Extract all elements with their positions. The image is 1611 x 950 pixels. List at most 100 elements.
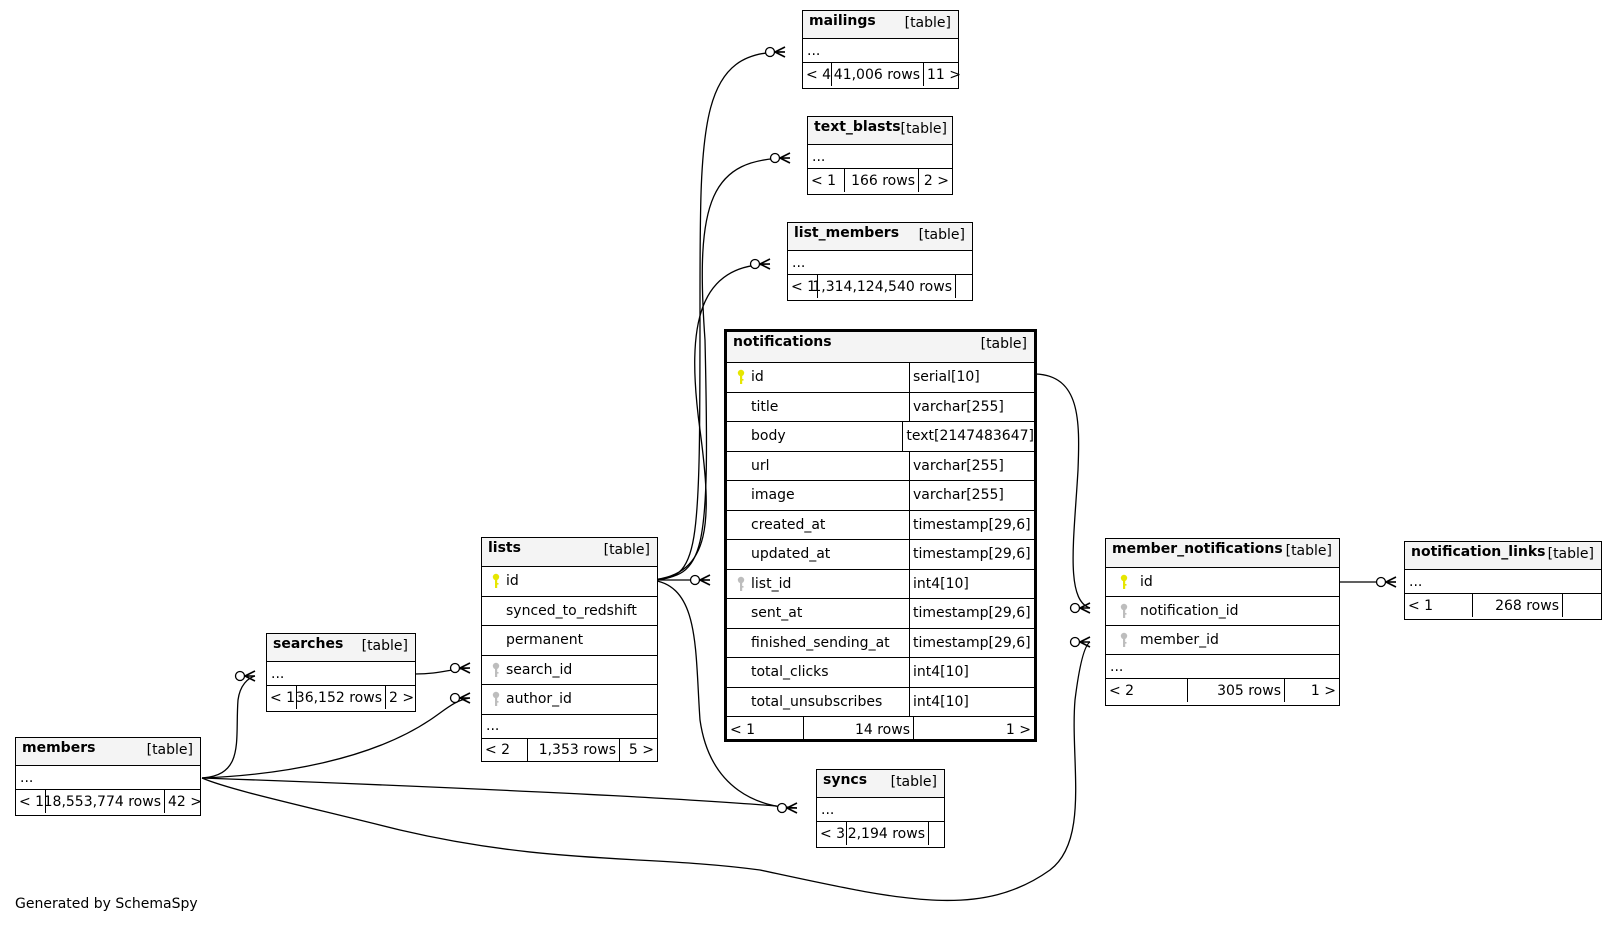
children-link[interactable]: 2 > xyxy=(389,689,415,706)
column-name-cell: total_clicks xyxy=(727,658,910,687)
column-name: body xyxy=(751,428,786,445)
table-members[interactable]: members [table] ... < 1 18,553,774 rows … xyxy=(15,737,202,816)
table-footer: < 1 166 rows 2 > xyxy=(808,169,952,192)
column-name: total_unsubscribes xyxy=(751,693,883,710)
parents-link[interactable]: < 2 xyxy=(1106,679,1188,702)
children-link[interactable]: 1 > xyxy=(1310,682,1336,699)
table-name[interactable]: text_blasts xyxy=(814,119,901,135)
table-kind: [table] xyxy=(1547,546,1594,562)
column-name-cell: list_id xyxy=(727,569,910,598)
table-name[interactable]: members xyxy=(22,740,96,756)
table-text-blasts[interactable]: text_blasts [table] ... < 1 166 rows 2 > xyxy=(807,116,953,195)
table-syncs[interactable]: syncs [table] ... < 3 2,194 rows xyxy=(816,769,945,848)
table-name[interactable]: lists xyxy=(488,540,521,556)
column-row-synced-to-redshift[interactable]: synced_to_redshift xyxy=(482,597,657,626)
column-row-member-id[interactable]: member_id xyxy=(1106,626,1339,655)
children-link[interactable]: 2 > xyxy=(923,172,949,189)
parents-link[interactable]: < 1 xyxy=(1405,594,1473,617)
parents-link[interactable]: < 1 xyxy=(16,790,46,813)
parents-link[interactable]: < 1 xyxy=(267,686,297,709)
table-name[interactable]: mailings xyxy=(809,13,876,29)
parents-link[interactable]: < 1 xyxy=(727,717,804,742)
children-link[interactable] xyxy=(956,275,972,298)
column-type: timestamp[29,6] xyxy=(913,605,1031,622)
table-footer: < 1 268 rows xyxy=(1405,594,1601,617)
table-name[interactable]: searches xyxy=(273,636,344,652)
edge-searches-lists[interactable] xyxy=(414,667,471,675)
row-count: 268 rows xyxy=(1473,594,1563,617)
column-name-cell: notification_id xyxy=(1106,597,1339,625)
ellipsis: ... xyxy=(1110,658,1124,675)
table-member-notifications[interactable]: member_notifications [table] id notificat… xyxy=(1105,538,1340,706)
children-link[interactable]: 5 > xyxy=(628,742,654,758)
column-type: text[2147483647] xyxy=(906,428,1034,445)
table-name[interactable]: syncs xyxy=(823,772,868,788)
column-ellipsis-row: ... xyxy=(1405,570,1601,594)
column-name-cell: title xyxy=(727,392,910,421)
column-row-permanent[interactable]: permanent xyxy=(482,626,657,656)
column-name: finished_sending_at xyxy=(751,634,890,651)
table-notification-links[interactable]: notification_links [table] ... < 1 268 r… xyxy=(1404,541,1602,620)
zero-or-many-marker-lists-search-id xyxy=(449,662,471,674)
parents-link[interactable]: < 1 xyxy=(788,275,818,298)
parents-link[interactable]: < 2 xyxy=(482,738,528,762)
table-list-members[interactable]: list_members [table] ... < 1 1,314,124,5… xyxy=(787,222,973,301)
column-name-cell: id xyxy=(482,567,657,596)
edge-members-searches[interactable] xyxy=(201,675,256,779)
column-name: created_at xyxy=(751,516,826,533)
table-mailings[interactable]: mailings [table] ... < 4 41,006 rows 11 … xyxy=(802,10,961,89)
column-name-cell: synced_to_redshift xyxy=(482,597,657,626)
column-list: id notification_id member_id xyxy=(1106,568,1339,655)
table-header: mailings [table] xyxy=(803,11,958,39)
row-count: 1,353 rows xyxy=(528,738,620,762)
column-row-id[interactable]: id xyxy=(482,567,657,597)
parents-link[interactable]: < 4 xyxy=(803,63,832,86)
children-link[interactable]: 11 > xyxy=(927,66,961,83)
foreign-key-icon xyxy=(486,662,506,678)
table-name[interactable]: member_notifications xyxy=(1112,541,1283,557)
children-link[interactable]: 1 > xyxy=(1005,721,1031,738)
row-count: 18,553,774 rows xyxy=(44,790,165,813)
column-row-search-id[interactable]: search_id xyxy=(482,656,657,685)
column-name-cell: image xyxy=(727,481,910,510)
foreign-key-icon xyxy=(1108,632,1140,648)
column-name: author_id xyxy=(506,691,572,708)
table-kind: [table] xyxy=(1285,543,1332,559)
parents-link[interactable]: < 1 xyxy=(808,169,845,192)
column-name-cell: updated_at xyxy=(727,540,910,569)
zero-or-many-marker-syncs xyxy=(776,802,798,814)
table-name[interactable]: list_members xyxy=(794,225,900,241)
table-header: member_notifications [table] xyxy=(1106,539,1339,568)
children-link[interactable] xyxy=(929,822,944,845)
table-name[interactable]: notification_links xyxy=(1411,544,1546,560)
table-searches[interactable]: searches [table] ... < 1 36,152 rows 2 > xyxy=(266,633,416,712)
children-link[interactable]: 42 > xyxy=(168,793,202,810)
column-row-body[interactable]: body text[2147483647] xyxy=(727,422,1034,452)
parents-link[interactable]: < 3 xyxy=(817,822,847,845)
column-row-author-id[interactable]: author_id xyxy=(482,685,657,715)
edge-notifications-member-notifications[interactable] xyxy=(1035,373,1091,609)
edge-members-syncs[interactable] xyxy=(201,777,798,809)
children-link[interactable] xyxy=(1563,594,1601,617)
column-row-id[interactable]: id xyxy=(1106,568,1339,597)
ellipsis: ... xyxy=(271,665,285,682)
column-row-notification-id[interactable]: notification_id xyxy=(1106,597,1339,626)
table-name[interactable]: notifications xyxy=(733,334,832,350)
column-name: notification_id xyxy=(1140,603,1239,619)
row-count: 305 rows xyxy=(1188,679,1285,702)
